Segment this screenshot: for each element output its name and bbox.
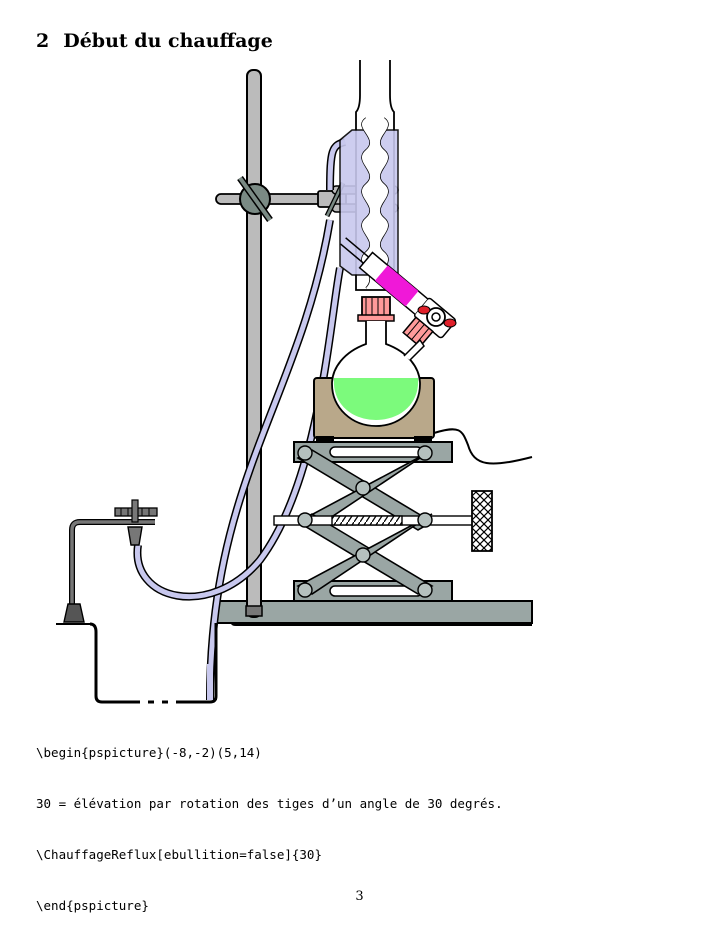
- condenser: [339, 60, 399, 291]
- page-number: 3: [355, 889, 364, 904]
- stand-base: [215, 600, 533, 700]
- stand-rod: [245, 69, 263, 618]
- section-number: 2: [36, 30, 50, 52]
- code-line: \end{pspicture}: [36, 898, 149, 913]
- code-line: 30 = élévation par rotation des tiges d’…: [36, 796, 503, 811]
- round-bottom-flask: [331, 321, 425, 427]
- latex-code-listing: \begin{pspicture}(-8,-2)(5,14) 30 = élév…: [36, 710, 503, 931]
- lab-jack: [273, 441, 493, 602]
- dropping-funnel: [340, 237, 457, 348]
- ground-glass-joint: [357, 296, 395, 322]
- section-title: Début du chauffage: [63, 30, 273, 52]
- code-line: \ChauffageReflux[ebullition=false]{30}: [36, 847, 322, 862]
- code-line: \begin{pspicture}(-8,-2)(5,14): [36, 745, 262, 760]
- reflux-apparatus-figure: [56, 60, 533, 704]
- water-tap: [56, 499, 158, 625]
- section-heading: 2 Début du chauffage: [36, 30, 273, 52]
- sink-drain: [89, 622, 218, 704]
- water-hoses: [133, 138, 347, 701]
